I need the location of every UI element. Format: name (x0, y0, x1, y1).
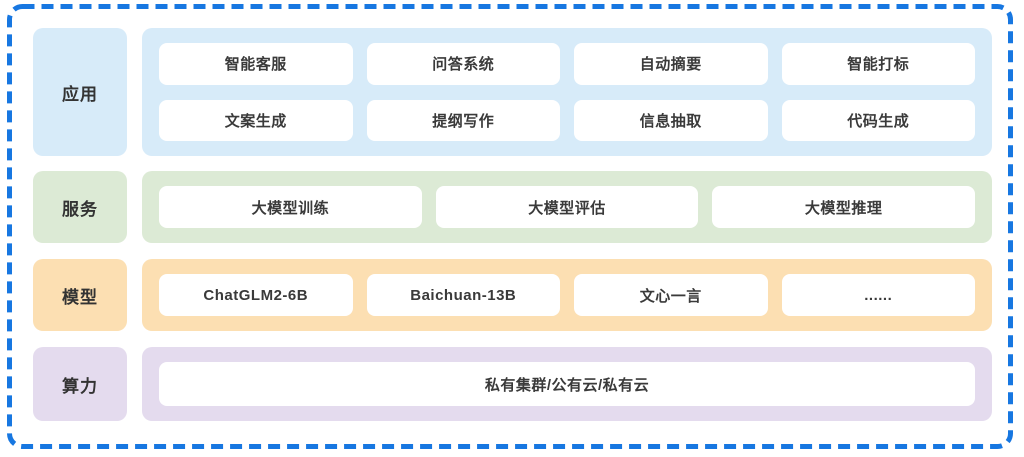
layer-label-compute: 算力 (33, 347, 127, 421)
item-box: 代码生成 (781, 99, 975, 141)
layer-label-application: 应用 (33, 28, 127, 156)
item-box: 提纲写作 (366, 99, 560, 141)
layer-row-service: 服务 大模型训练 大模型评估 大模型推理 (33, 171, 992, 243)
application-items-row-1: 智能客服 问答系统 自动摘要 智能打标 (159, 43, 975, 85)
item-box: 文心一言 (574, 274, 768, 316)
layer-label-model: 模型 (33, 259, 127, 331)
layer-body-model: ChatGLM2-6B Baichuan-13B 文心一言 ...... (142, 259, 992, 331)
layer-label-text: 模型 (62, 287, 98, 307)
layer-stack: 应用 智能客服 问答系统 自动摘要 智能打标 文案生成 提纲写作 信息抽取 代码… (33, 28, 992, 421)
layer-label-service: 服务 (33, 171, 127, 243)
layer-body-application: 智能客服 问答系统 自动摘要 智能打标 文案生成 提纲写作 信息抽取 代码生成 (142, 28, 992, 156)
item-box: 私有集群/公有云/私有云 (159, 362, 975, 406)
item-box: 大模型训练 (159, 186, 422, 228)
layer-label-text: 应用 (62, 84, 98, 104)
layer-body-service: 大模型训练 大模型评估 大模型推理 (142, 171, 992, 243)
layer-row-compute: 算力 私有集群/公有云/私有云 (33, 347, 992, 421)
item-box: ChatGLM2-6B (159, 274, 353, 316)
item-box: Baichuan-13B (366, 274, 560, 316)
item-box: ...... (781, 274, 975, 316)
item-box: 问答系统 (366, 43, 560, 85)
layer-label-text: 服务 (62, 199, 98, 219)
item-box: 自动摘要 (574, 43, 768, 85)
item-box: 智能客服 (159, 43, 353, 85)
item-box: 大模型评估 (435, 186, 699, 228)
layer-body-compute: 私有集群/公有云/私有云 (142, 347, 992, 421)
layer-label-text: 算力 (62, 376, 98, 396)
item-box: 文案生成 (159, 99, 353, 141)
item-box: 信息抽取 (574, 99, 768, 141)
application-items-row-2: 文案生成 提纲写作 信息抽取 代码生成 (159, 99, 975, 141)
layer-row-application: 应用 智能客服 问答系统 自动摘要 智能打标 文案生成 提纲写作 信息抽取 代码… (33, 28, 992, 156)
layer-row-model: 模型 ChatGLM2-6B Baichuan-13B 文心一言 ...... (33, 259, 992, 331)
item-box: 大模型推理 (712, 186, 976, 228)
item-box: 智能打标 (781, 43, 975, 85)
